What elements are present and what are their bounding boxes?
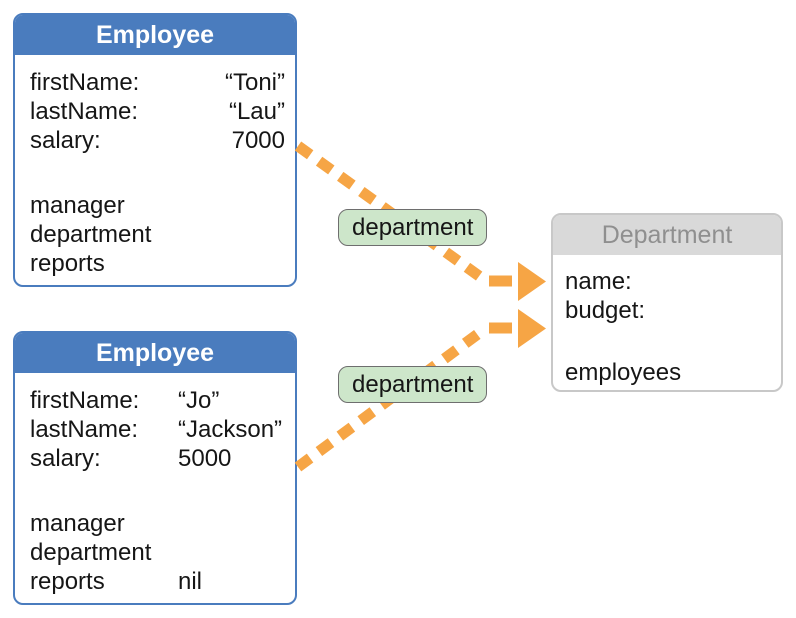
attribute-name: lastName: <box>30 416 139 443</box>
attribute-value: 5000 <box>178 445 232 472</box>
attribute-name: name: <box>565 268 632 295</box>
reference-row: reports <box>30 249 285 278</box>
attribute-value: “Toni” <box>224 69 285 96</box>
reference-name: reports <box>30 250 105 277</box>
reference-value: nil <box>178 568 203 595</box>
edge-label-department-2: department <box>338 366 488 403</box>
reference-name: department <box>30 539 152 566</box>
attribute-name: firstName: <box>30 387 140 414</box>
reference-row: manager <box>30 191 285 220</box>
attribute-value: 7000 <box>231 127 285 154</box>
reference-name: manager <box>30 192 125 219</box>
employee-2-body: firstName: “Jo” lastName: “Jackson” sala… <box>15 373 295 596</box>
attribute-row: lastName: “Lau” <box>30 97 285 126</box>
department-object: Department name: budget: employees <box>551 213 783 392</box>
employee-1-title: Employee <box>15 15 295 55</box>
attribute-row: name: <box>565 267 771 296</box>
attribute-value: “Lau” <box>228 98 285 125</box>
edge-label-department-1: department <box>338 209 488 246</box>
department-body: name: budget: employees <box>553 255 781 387</box>
attribute-name: salary: <box>30 445 101 472</box>
arrowhead-icon <box>518 262 546 301</box>
attribute-row: salary: 7000 <box>30 126 285 155</box>
reference-name: manager <box>30 510 125 537</box>
attribute-row: salary: 5000 <box>30 444 285 473</box>
employee-2-title: Employee <box>15 333 295 373</box>
reference-name: department <box>30 221 152 248</box>
employee-1-body: firstName: “Toni” lastName: “Lau” salary… <box>15 55 295 278</box>
attribute-row: firstName: “Jo” <box>30 386 285 415</box>
attribute-name: firstName: <box>30 69 140 96</box>
attribute-row: firstName: “Toni” <box>30 68 285 97</box>
attribute-name: lastName: <box>30 98 139 125</box>
arrowhead-icon <box>518 309 546 348</box>
reference-row: manager <box>30 509 285 538</box>
attribute-name: budget: <box>565 297 646 324</box>
reference-row: reports nil <box>30 567 285 596</box>
attribute-row: lastName: “Jackson” <box>30 415 285 444</box>
attribute-name: salary: <box>30 127 101 154</box>
attribute-value: “Jo” <box>178 387 220 414</box>
employee-object-1: Employee firstName: “Toni” lastName: “La… <box>13 13 297 287</box>
attribute-row: budget: <box>565 296 771 325</box>
department-title: Department <box>553 215 781 255</box>
reference-name: reports <box>30 568 105 595</box>
reference-row: department <box>30 220 285 249</box>
reference-row: department <box>30 538 285 567</box>
employee-object-2: Employee firstName: “Jo” lastName: “Jack… <box>13 331 297 605</box>
attribute-value: “Jackson” <box>178 416 283 443</box>
reference-row: employees <box>565 358 771 387</box>
reference-name: employees <box>565 359 682 386</box>
